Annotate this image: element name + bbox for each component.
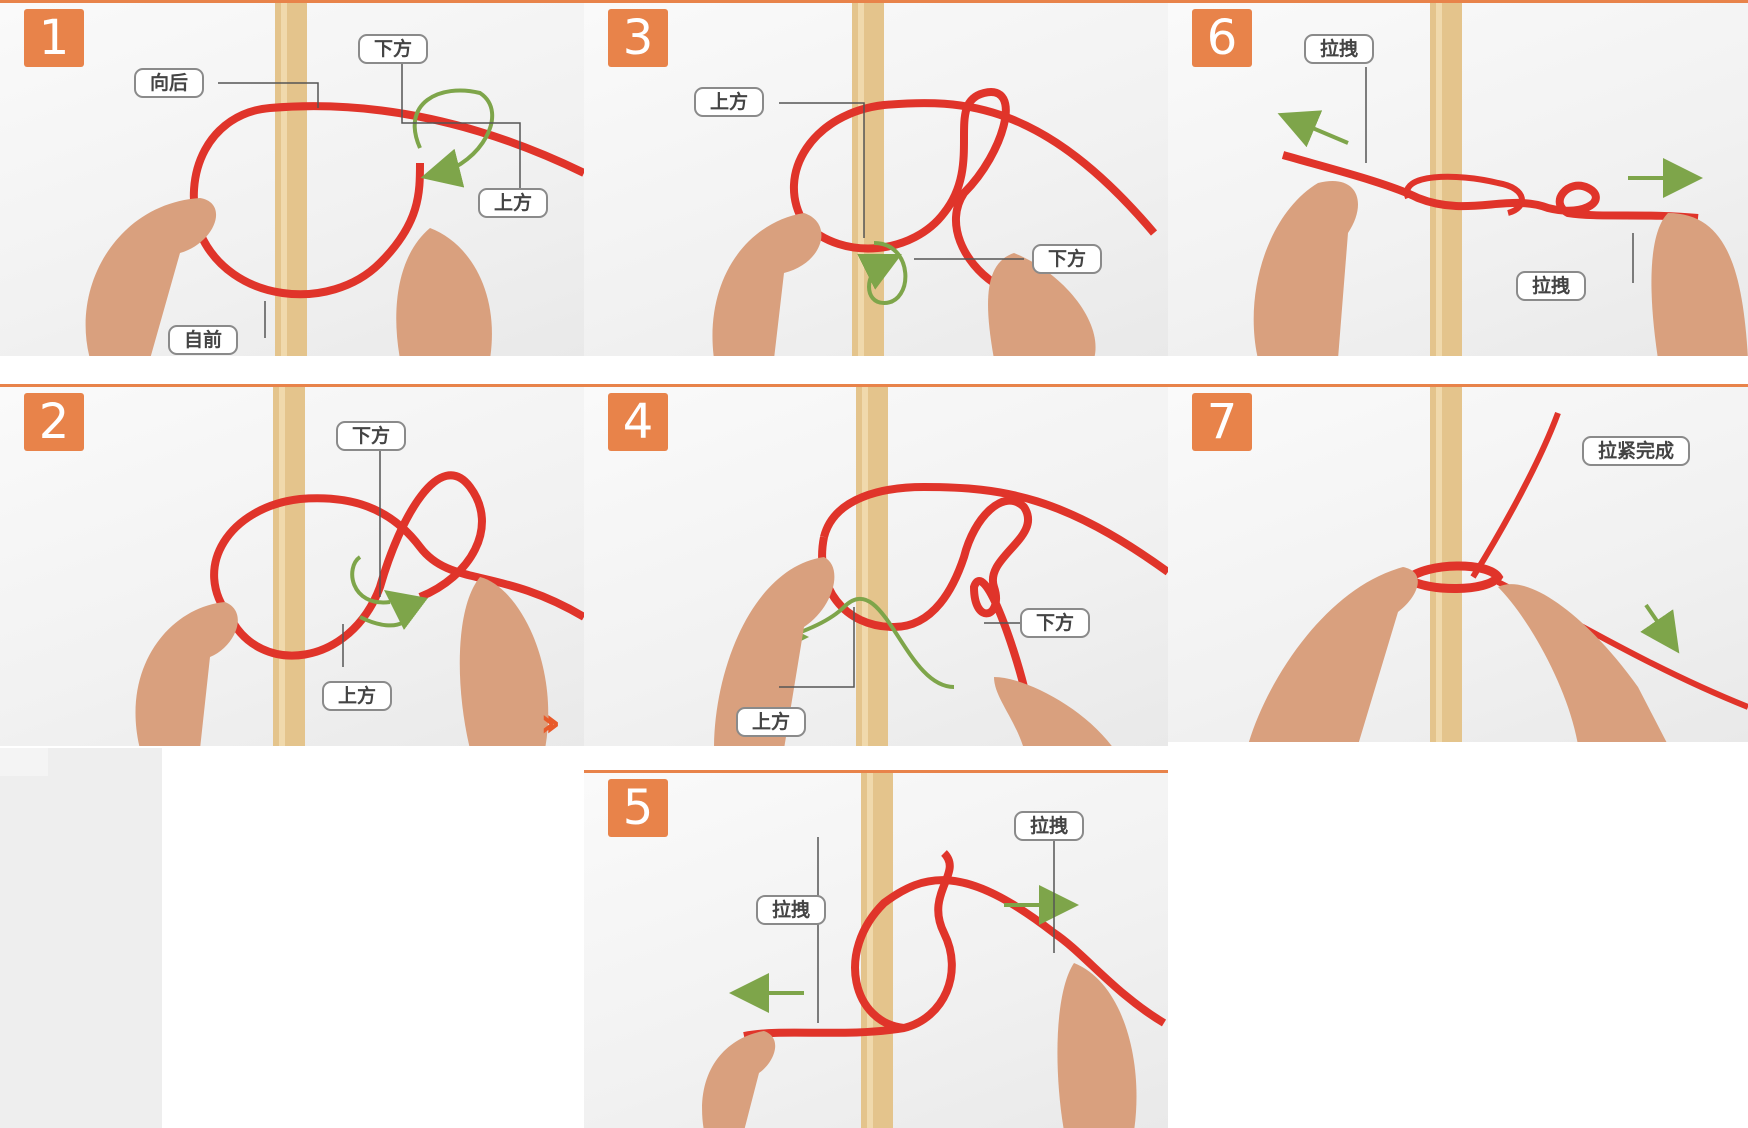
step-5-illustration bbox=[702, 773, 1167, 1128]
callout-label: 上方 bbox=[736, 707, 807, 737]
step-6-illustration bbox=[1253, 3, 1748, 356]
background-block bbox=[0, 748, 162, 1128]
step-4-illustration bbox=[714, 387, 1168, 746]
step-7-illustration bbox=[1248, 387, 1748, 742]
step-panel-7: 7 拉紧完成 bbox=[1168, 384, 1748, 742]
step-1-illustration bbox=[85, 3, 584, 356]
callout-label: 自前 bbox=[168, 325, 239, 355]
step-panel-4: 4 下方 上方 bbox=[584, 384, 1168, 746]
callout-label: 下方 bbox=[1020, 608, 1091, 638]
callout-label: 拉拽 bbox=[1304, 34, 1375, 64]
callout-label: 拉拽 bbox=[756, 895, 827, 925]
callout-label: 上方 bbox=[694, 87, 765, 117]
callout-label: 下方 bbox=[358, 34, 429, 64]
step-number-badge: 3 bbox=[608, 9, 668, 67]
step-number-badge: 7 bbox=[1192, 393, 1252, 451]
callout-label: 拉紧完成 bbox=[1582, 436, 1691, 466]
background-block-small bbox=[0, 748, 48, 776]
step-panel-5: 5 拉拽 拉拽 bbox=[584, 770, 1168, 1128]
callout-label: 上方 bbox=[322, 681, 393, 711]
step-number-badge: 4 bbox=[608, 393, 668, 451]
step-panel-6: 6 拉拽 拉拽 bbox=[1168, 0, 1748, 356]
step-number-badge: 1 bbox=[24, 9, 84, 67]
step-3-illustration bbox=[712, 3, 1158, 356]
step-number-badge: 6 bbox=[1192, 9, 1252, 67]
step-number-badge: 2 bbox=[24, 393, 84, 451]
step-2-illustration bbox=[135, 387, 584, 746]
step-panel-2: 2 下方 上方 ›› bbox=[0, 384, 584, 746]
callout-label: 上方 bbox=[478, 188, 549, 218]
step-panel-1: 1 向后 下方 上方 自前 bbox=[0, 0, 584, 356]
step-panel-3: 3 上方 下方 bbox=[584, 0, 1168, 356]
step-number-badge: 5 bbox=[608, 779, 668, 837]
callout-label: 拉拽 bbox=[1516, 271, 1587, 301]
callout-label: 向后 bbox=[134, 68, 205, 98]
double-chevron-right-icon: ›› bbox=[540, 700, 561, 746]
callout-label: 下方 bbox=[336, 421, 407, 451]
callout-label: 拉拽 bbox=[1014, 811, 1085, 841]
callout-label: 下方 bbox=[1032, 244, 1103, 274]
